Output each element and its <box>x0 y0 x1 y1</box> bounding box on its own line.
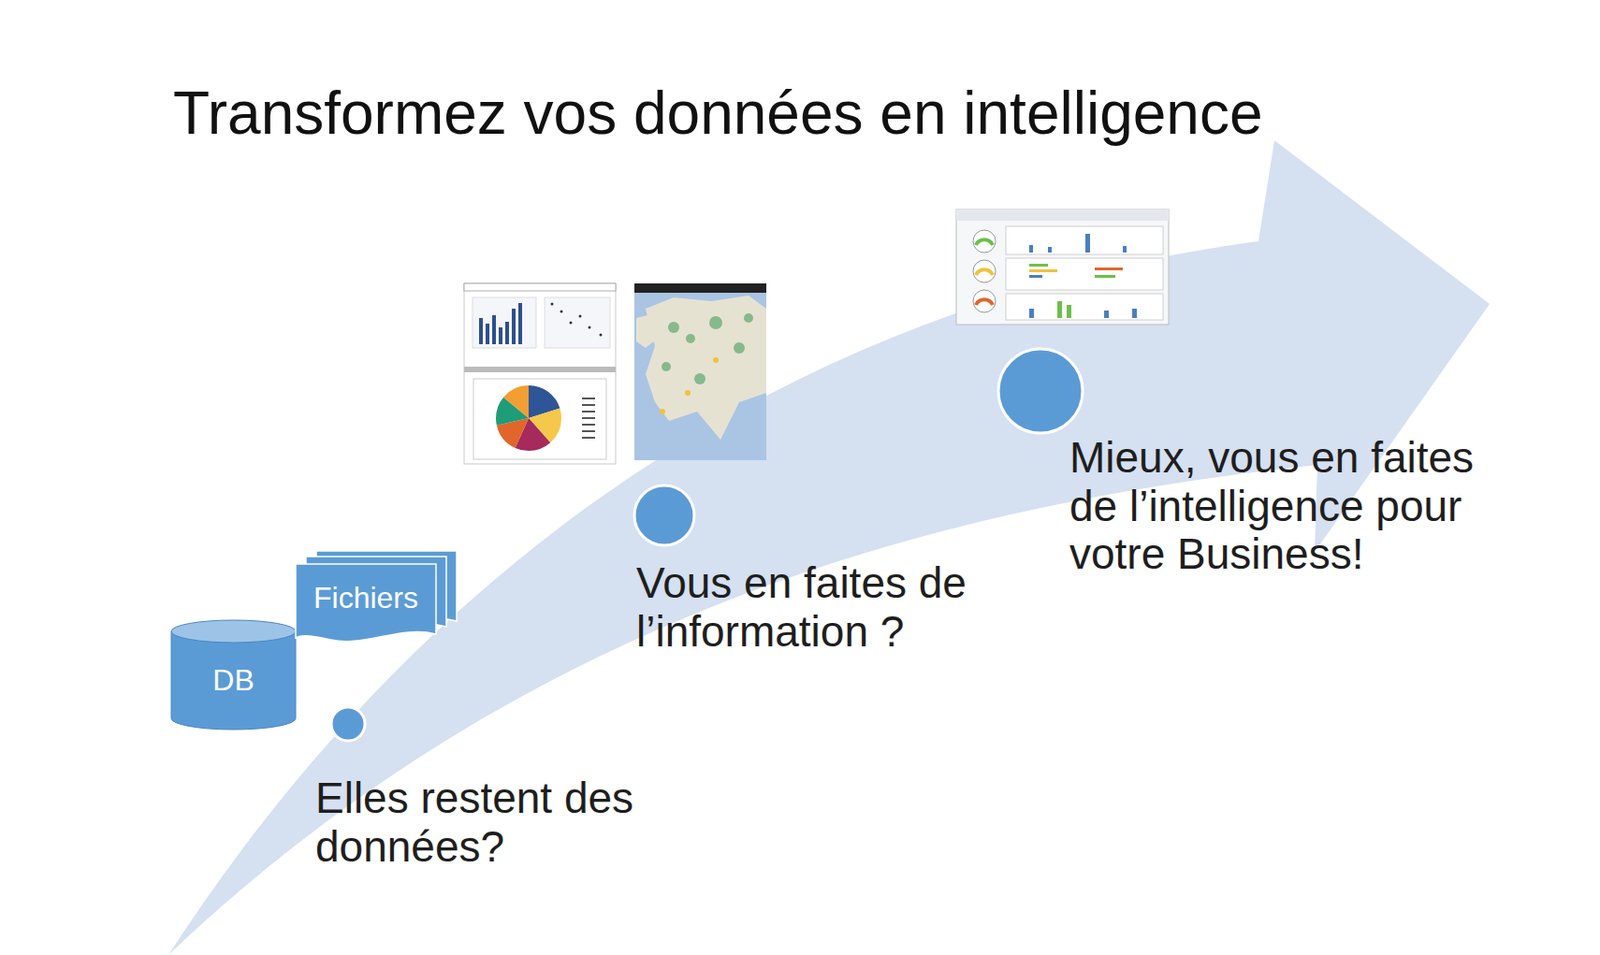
curved-arrow <box>168 140 1490 955</box>
step-caption: Mieux, vous en faites de l’intelligence … <box>1069 434 1486 580</box>
document-sheet <box>295 564 437 642</box>
step-caption: Elles restent des données? <box>315 774 718 872</box>
step-dot <box>634 485 695 546</box>
cylinder-top <box>171 620 296 643</box>
node-label: Fichiers <box>295 581 437 616</box>
node-label: DB <box>171 663 296 699</box>
step-dot <box>331 707 365 742</box>
slide-title: Transformez vos données en intelligence <box>173 78 1264 148</box>
dashboard-thumbnail <box>956 209 1169 325</box>
map-thumbnail <box>634 283 767 461</box>
step-caption: Vous en faites de l’information ? <box>636 559 1030 656</box>
chart-thumbnail <box>464 283 616 465</box>
cylinder-body <box>171 631 296 730</box>
file-stack: Fichiers <box>295 551 462 652</box>
database-cylinder: DB <box>171 620 296 730</box>
step-dot <box>998 349 1083 434</box>
